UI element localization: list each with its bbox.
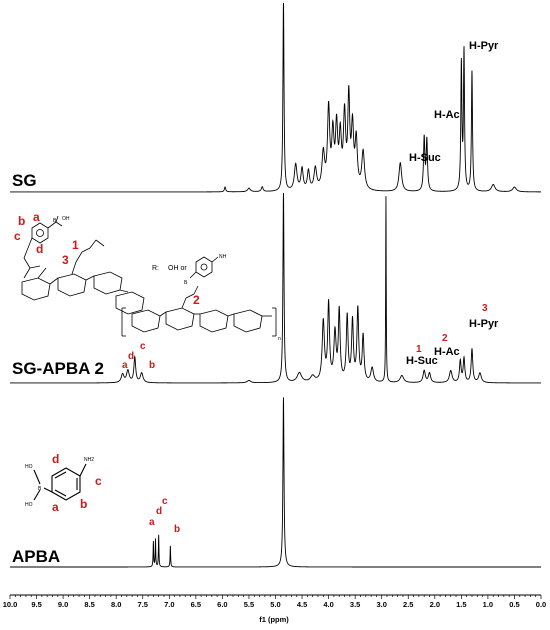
sg-apba-struct-num-2: 2 [193, 293, 200, 307]
sg-apba-r-ring [195, 256, 213, 278]
sg-apba-sugar-ring-4 [115, 291, 145, 315]
sg-apba-sugar-ring-1 [21, 277, 51, 301]
mid-num-ac: 2 [442, 333, 448, 344]
sg-apba-structure [21, 215, 277, 337]
sg-apba-struct-num-3: 3 [62, 253, 69, 267]
x-tick-label: 4.5 [297, 600, 307, 609]
x-tick-label: 7.0 [164, 600, 174, 609]
sg-apba-struct-r-or: OH or [168, 265, 187, 272]
mid-letter-d: d [128, 351, 134, 362]
x-tick-label: 9.0 [58, 600, 68, 609]
x-tick-label: 1.0 [483, 600, 493, 609]
apba-peak-a: a [149, 517, 155, 528]
apba-struct-a: a [52, 500, 59, 514]
mid-label-h-suc: H-Suc [406, 355, 438, 367]
sg-apba-struct-num-1: 1 [72, 238, 79, 252]
x-tick-label: 9.5 [31, 600, 41, 609]
sg-apba-sugar-ring-7 [199, 309, 229, 333]
sg-apba-sugar-ring-3 [93, 271, 123, 295]
x-tick-label: 5.0 [270, 600, 280, 609]
x-tick-label: 2.0 [430, 600, 440, 609]
x-tick-label: 2.5 [403, 600, 413, 609]
x-tick-label: 3.0 [376, 600, 386, 609]
sg-apba-aromatic-ring [31, 222, 49, 244]
x-tick-label: 3.5 [350, 600, 360, 609]
mid-letter-b: b [149, 360, 155, 371]
spectrum-line-3 [10, 397, 541, 568]
sg-apba-struct-oh: OH [62, 216, 70, 222]
sg-apba-aromatic-circle [36, 229, 44, 237]
x-tick-label: 10.0 [3, 600, 18, 609]
x-tick-label: 0.0 [536, 600, 546, 609]
sg-apba-struct-d: d [36, 242, 43, 256]
sg-label-h-suc: H-Suc [409, 152, 441, 164]
sg-apba-sugar-ring-8 [233, 309, 263, 333]
sg-apba-struct-b: b [18, 214, 25, 228]
apba-struct-c: c [95, 474, 102, 488]
apba-struct-nh2: NH2 [84, 457, 94, 463]
apba-double-bond-1 [54, 471, 67, 479]
x-axis: 10.0 9.5 9.0 8.5 8.0 7.5 7.0 6.5 6.0 5.5 5.0 4.5 4.0… [3, 594, 546, 609]
sg-apba-struct-n: n [278, 336, 281, 342]
sg-apba-struct-c: c [14, 229, 21, 243]
x-tick-label: 5.5 [244, 600, 254, 609]
sg-apba-r-circle [200, 263, 208, 271]
x-tick-label: 8.0 [111, 600, 121, 609]
apba-struct-ho-top: HO [25, 464, 33, 470]
sg-label-h-ac: H-Ac [434, 109, 460, 121]
apba-peak-c: c [162, 496, 168, 507]
sg-apba-sugar-ring-2 [57, 273, 87, 297]
sample-label-sg: SG [12, 171, 37, 190]
apba-struct-d: d [52, 452, 59, 466]
x-tick-label: 1.5 [456, 600, 466, 609]
x-tick-label: 8.5 [84, 600, 94, 609]
sg-apba-struct-nh: NH [219, 254, 227, 260]
x-tick-label: 6.5 [191, 600, 201, 609]
sg-label-h-pyr: H-Pyr [469, 40, 499, 52]
mid-label-h-pyr: H-Pyr [469, 318, 499, 330]
mid-letter-a: a [122, 360, 128, 371]
apba-benzene-ring [51, 467, 81, 501]
sample-label-apba: APBA [12, 547, 60, 566]
apba-struct-b-atom: B [38, 486, 42, 492]
spectrum-line-2 [10, 192, 541, 384]
sg-apba-struct-b-atom: B [53, 218, 57, 224]
apba-structure [33, 463, 87, 501]
sg-apba-sugar-ring-5 [131, 309, 161, 333]
x-tick-label: 0.5 [509, 600, 519, 609]
apba-peak-b: b [174, 524, 180, 535]
apba-double-bond-3 [54, 489, 67, 497]
mid-num-suc: 1 [416, 344, 422, 355]
apba-struct-b: b [80, 497, 87, 511]
sg-apba-sugar-ring-6 [165, 307, 195, 331]
mid-num-pyr: 3 [482, 303, 488, 314]
apba-struct-ho-bottom: HO [25, 502, 33, 508]
x-axis-title: f1 (ppm) [259, 615, 289, 624]
spectrum-line-1 [10, 2, 541, 193]
mid-letter-c: c [140, 341, 146, 352]
x-tick-label: 7.5 [138, 600, 148, 609]
apba-peak-d: d [156, 506, 162, 517]
sg-apba-struct-a: a [33, 210, 40, 224]
x-tick-label: 6.0 [217, 600, 227, 609]
x-tick-label: 4.0 [323, 600, 333, 609]
spectra-group [10, 2, 541, 568]
mid-label-h-ac: H-Ac [434, 346, 460, 358]
sample-label-sg-apba: SG-APBA 2 [12, 359, 104, 378]
sg-apba-struct-r-b: B [184, 280, 188, 286]
sg-apba-struct-r-def: R: [152, 265, 159, 272]
